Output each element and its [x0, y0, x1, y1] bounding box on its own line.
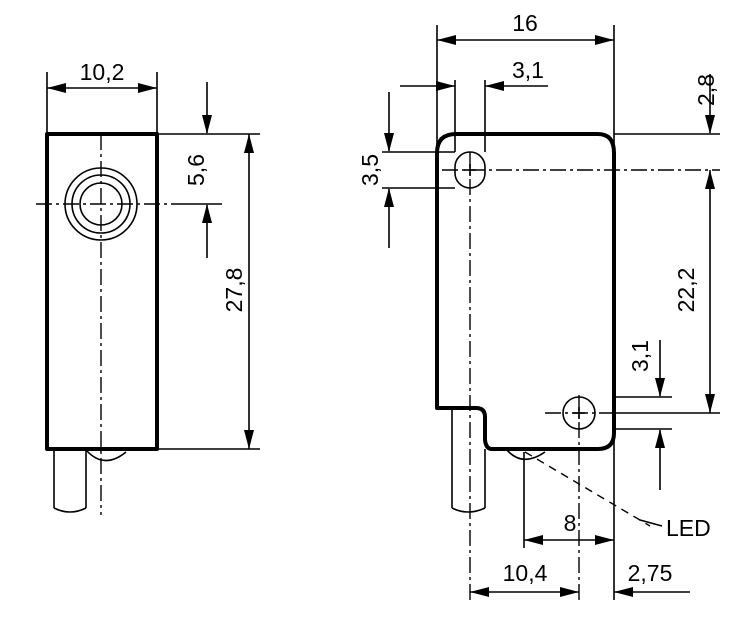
front-cable: [53, 449, 127, 513]
side-width-label: 16: [512, 10, 538, 36]
led-leader-line: [524, 451, 651, 527]
top-offset-label: 2,8: [693, 74, 719, 106]
led-label: LED: [666, 515, 711, 541]
front-view: 10,2 5,6 27,8: [36, 59, 260, 515]
bottom-hole-label: 3,1: [627, 340, 653, 372]
front-height-label: 27,8: [221, 268, 247, 313]
hole-spacing-label: 22,2: [673, 268, 699, 313]
side-cable: [451, 410, 486, 513]
hole-diameter-label: 3,5: [357, 154, 383, 186]
cable-offset-label: 10,4: [503, 560, 548, 586]
hole-offset-label: 3,1: [512, 57, 544, 83]
front-housing: [45, 132, 159, 451]
front-width-label: 10,2: [80, 59, 125, 85]
side-view: 16 3,1 2,8 3,5 22,2 3,1 8: [357, 10, 720, 600]
front-center-offset-label: 5,6: [183, 154, 209, 186]
side-housing: [435, 132, 616, 451]
led-offset-label: 8: [564, 510, 577, 536]
edge-offset-label: 2,75: [628, 560, 673, 586]
